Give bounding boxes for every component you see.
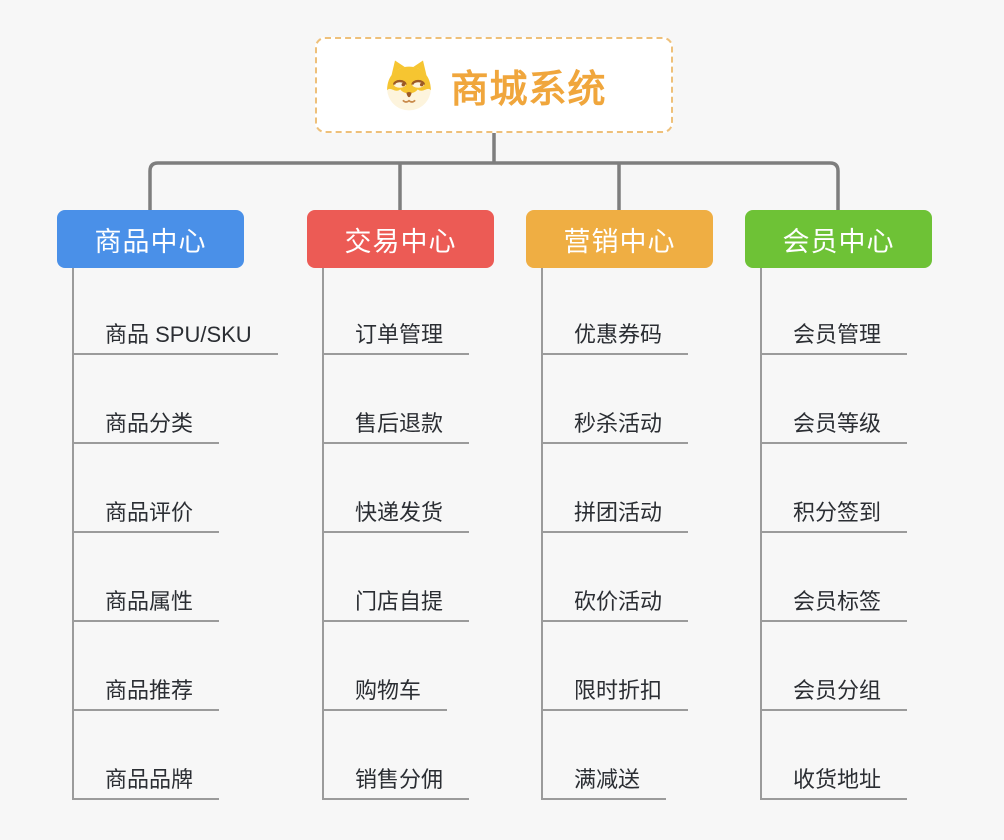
- leaf-item[interactable]: 商品分类: [72, 355, 220, 444]
- leaf-item[interactable]: 秒杀活动: [541, 355, 689, 444]
- branch-header-member[interactable]: 会员中心: [745, 210, 932, 268]
- leaf-item[interactable]: 快递发货: [322, 444, 470, 533]
- leaf-item[interactable]: 售后退款: [322, 355, 470, 444]
- leaf-item[interactable]: 订单管理: [322, 268, 470, 355]
- branch-column-product: 商品中心 商品 SPU/SKU 商品分类 商品评价 商品属性 商品推荐 商品品牌: [57, 210, 278, 800]
- leaf-item[interactable]: 购物车: [322, 622, 448, 711]
- leaf-item[interactable]: 会员等级: [760, 355, 908, 444]
- leaf-item[interactable]: 销售分佣: [322, 711, 470, 800]
- leaf-item[interactable]: 限时折扣: [541, 622, 689, 711]
- leaf-item[interactable]: 会员标签: [760, 533, 908, 622]
- leaf-item[interactable]: 会员分组: [760, 622, 908, 711]
- leaf-item[interactable]: 商品品牌: [72, 711, 220, 800]
- branch-leaves-marketing: 优惠券码 秒杀活动 拼团活动 砍价活动 限时折扣 满减送: [541, 268, 713, 800]
- leaf-item[interactable]: 满减送: [541, 711, 667, 800]
- root-title: 商城系统: [450, 68, 607, 111]
- branch-leaves-product: 商品 SPU/SKU 商品分类 商品评价 商品属性 商品推荐 商品品牌: [72, 268, 278, 800]
- branch-header-trade[interactable]: 交易中心: [307, 210, 494, 268]
- branch-leaves-member: 会员管理 会员等级 积分签到 会员标签 会员分组 收货地址: [760, 268, 932, 800]
- root-node[interactable]: 商城系统: [315, 37, 673, 133]
- leaf-item[interactable]: 商品评价: [72, 444, 220, 533]
- branch-header-product[interactable]: 商品中心: [57, 210, 244, 268]
- branch-leaves-trade: 订单管理 售后退款 快递发货 门店自提 购物车 销售分佣: [322, 268, 494, 800]
- leaf-item[interactable]: 积分签到: [760, 444, 908, 533]
- branch-header-marketing[interactable]: 营销中心: [526, 210, 713, 268]
- leaf-item[interactable]: 商品属性: [72, 533, 220, 622]
- leaf-item[interactable]: 收货地址: [760, 711, 908, 800]
- leaf-item[interactable]: 商品推荐: [72, 622, 220, 711]
- leaf-item[interactable]: 优惠券码: [541, 268, 689, 355]
- branch-column-member: 会员中心 会员管理 会员等级 积分签到 会员标签 会员分组 收货地址: [745, 210, 932, 800]
- leaf-item[interactable]: 门店自提: [322, 533, 470, 622]
- leaf-item[interactable]: 会员管理: [760, 268, 908, 355]
- branch-column-trade: 交易中心 订单管理 售后退款 快递发货 门店自提 购物车 销售分佣: [307, 210, 494, 800]
- branch-column-marketing: 营销中心 优惠券码 秒杀活动 拼团活动 砍价活动 限时折扣 满减送: [526, 210, 713, 800]
- leaf-item[interactable]: 商品 SPU/SKU: [72, 268, 278, 355]
- leaf-item[interactable]: 拼团活动: [541, 444, 689, 533]
- doge-icon: [387, 60, 432, 111]
- leaf-item[interactable]: 砍价活动: [541, 533, 689, 622]
